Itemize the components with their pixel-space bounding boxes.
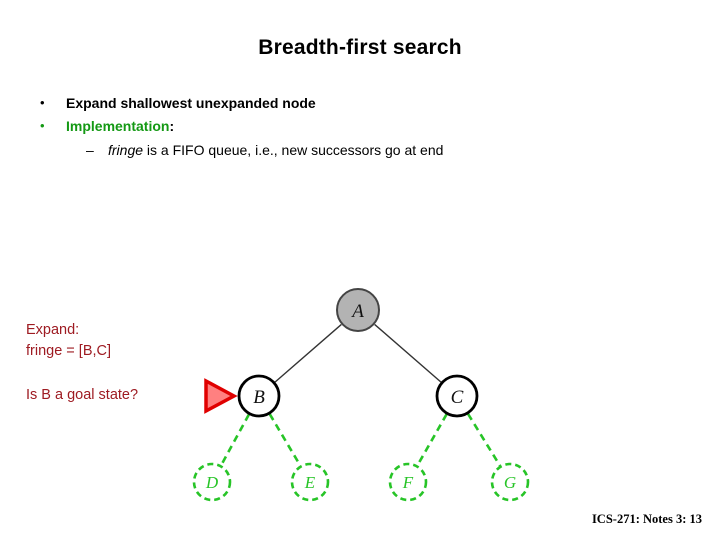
annotation-goal-question: Is B a goal state?: [26, 387, 139, 403]
bullet-marker-icon: •: [40, 95, 45, 110]
bullet-marker-icon: •: [40, 118, 45, 133]
search-tree-svg: A B C D E F G: [192, 288, 530, 502]
tree-node-label-B: B: [253, 387, 265, 408]
tree-edge-C-G: [466, 413, 502, 467]
tree-node-C[interactable]: C: [435, 374, 479, 418]
page-title: Breadth-first search: [258, 36, 462, 59]
tree-node-E[interactable]: E: [290, 462, 330, 502]
bullet-item-fringe: – fringe is a FIFO queue, i.e., new succ…: [40, 139, 640, 161]
tree-node-label-E: E: [304, 473, 316, 492]
tree-node-circle-A: [336, 288, 380, 332]
implementation-colon: :: [169, 118, 175, 134]
tree-node-label-C: C: [451, 387, 464, 408]
annotation-expand-label: Expand:: [26, 322, 80, 338]
search-tree-diagram: A B C D E F G: [150, 270, 570, 520]
tree-node-label-A: A: [350, 301, 364, 322]
tree-node-B[interactable]: B: [237, 374, 281, 418]
tree-node-circle-B: [237, 374, 281, 418]
bullet-item-implementation: • Implementation:: [40, 115, 640, 137]
tree-pointer-layer: [204, 378, 238, 414]
annotation-expand-block: Expand: fringe = [B,C]: [26, 320, 111, 362]
tree-node-label-G: G: [504, 473, 516, 492]
tree-node-label-F: F: [402, 473, 414, 492]
bullet-text-expand: Expand shallowest unexpanded node: [66, 95, 316, 111]
tree-node-G[interactable]: G: [490, 462, 530, 502]
tree-node-D[interactable]: D: [192, 462, 232, 502]
tree-edge-A-B: [274, 323, 342, 383]
tree-node-circle-C: [435, 374, 479, 418]
pointer-triangle-icon: [204, 378, 238, 414]
tree-node-A[interactable]: A: [336, 288, 380, 332]
fringe-description: is a FIFO queue, i.e., new successors go…: [143, 142, 444, 158]
tree-node-circle-F: [388, 462, 428, 502]
bullet-item-expand: • Expand shallowest unexpanded node: [40, 92, 640, 114]
tree-node-circle-E: [290, 462, 330, 502]
tree-node-layer: A B C D E F G: [192, 288, 530, 502]
tree-edge-C-F: [416, 413, 448, 467]
tree-node-label-D: D: [205, 473, 219, 492]
tree-node-F[interactable]: F: [388, 462, 428, 502]
bullet-list: • Expand shallowest unexpanded node • Im…: [40, 92, 640, 162]
bullet-text-implementation: Implementation:: [66, 115, 174, 137]
bullet-text-fringe: fringe is a FIFO queue, i.e., new succes…: [108, 139, 443, 161]
implementation-keyword: Implementation: [66, 118, 170, 134]
dash-marker-icon: –: [86, 142, 94, 158]
tree-edge-B-D: [219, 413, 251, 466]
annotation-fringe-value: fringe = [B,C]: [26, 343, 112, 359]
tree-node-circle-G: [490, 462, 530, 502]
tree-edge-layer: [219, 323, 502, 467]
slide-footer: ICS-271: Notes 3: 13: [591, 512, 702, 526]
fringe-keyword: fringe: [108, 142, 144, 158]
tree-edge-B-E: [268, 413, 302, 467]
tree-node-circle-D: [192, 462, 232, 502]
tree-edge-A-C: [374, 323, 442, 383]
